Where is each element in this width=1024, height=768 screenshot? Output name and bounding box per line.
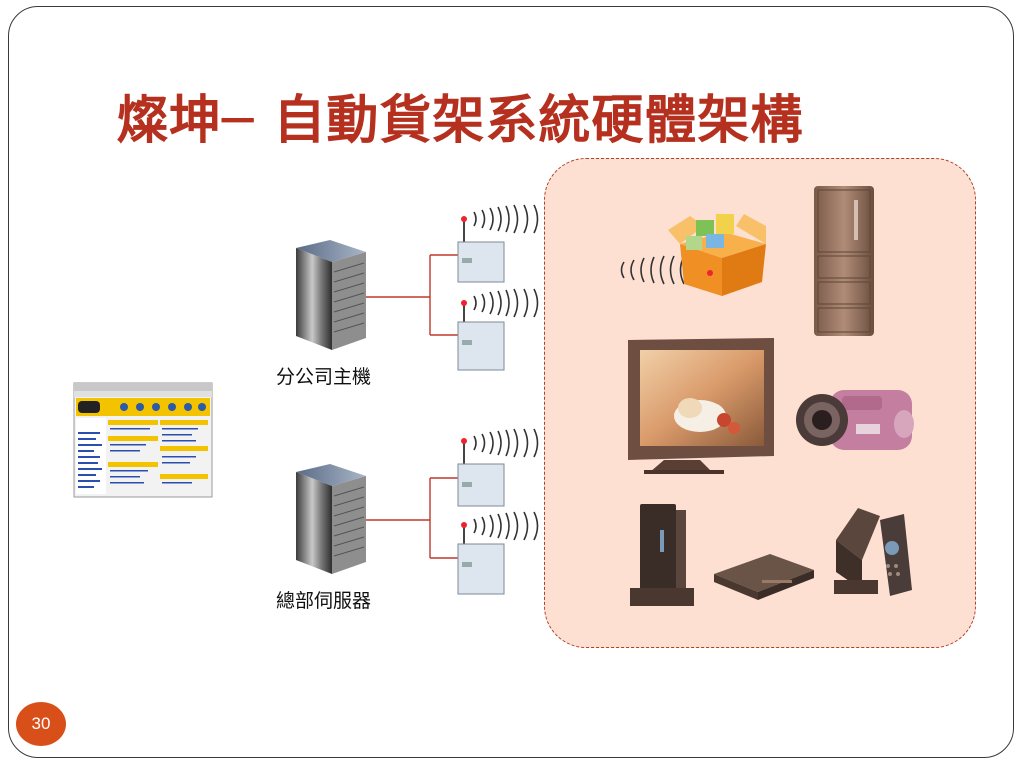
- rfid-reader-icon: [457, 216, 505, 283]
- rfid-reader-icon: [457, 438, 505, 507]
- web-browser-screenshot: [73, 382, 213, 498]
- wireless-signal-icon: [473, 428, 539, 458]
- flat-tv-icon: [628, 338, 774, 474]
- rfid-reader-icon: [457, 522, 505, 595]
- wireless-signal-icon: [473, 204, 539, 234]
- dvd-player-icon: [714, 554, 814, 600]
- slide-frame: [8, 6, 1014, 758]
- refrigerator-icon: [814, 186, 874, 336]
- rfid-tag-box-icon: [620, 214, 766, 296]
- rfid-reader-icon: [457, 300, 505, 371]
- camcorder-icon: [796, 390, 914, 450]
- wireless-signal-icon: [473, 511, 539, 541]
- media-player-icon: [630, 504, 694, 606]
- wireless-signal-icon: [473, 288, 539, 318]
- hq-server-label: 總部伺服器: [276, 590, 372, 612]
- page-number-badge: 30: [16, 702, 66, 746]
- set-top-box-icon: [834, 508, 912, 596]
- slide-title: 燦坤─ 自動貨架系統硬體架構: [116, 91, 804, 151]
- branch-server-label: 分公司主機: [276, 366, 372, 388]
- server-tower-icon: [296, 464, 366, 574]
- server-tower-icon: [296, 240, 366, 350]
- network-connector: [366, 254, 458, 559]
